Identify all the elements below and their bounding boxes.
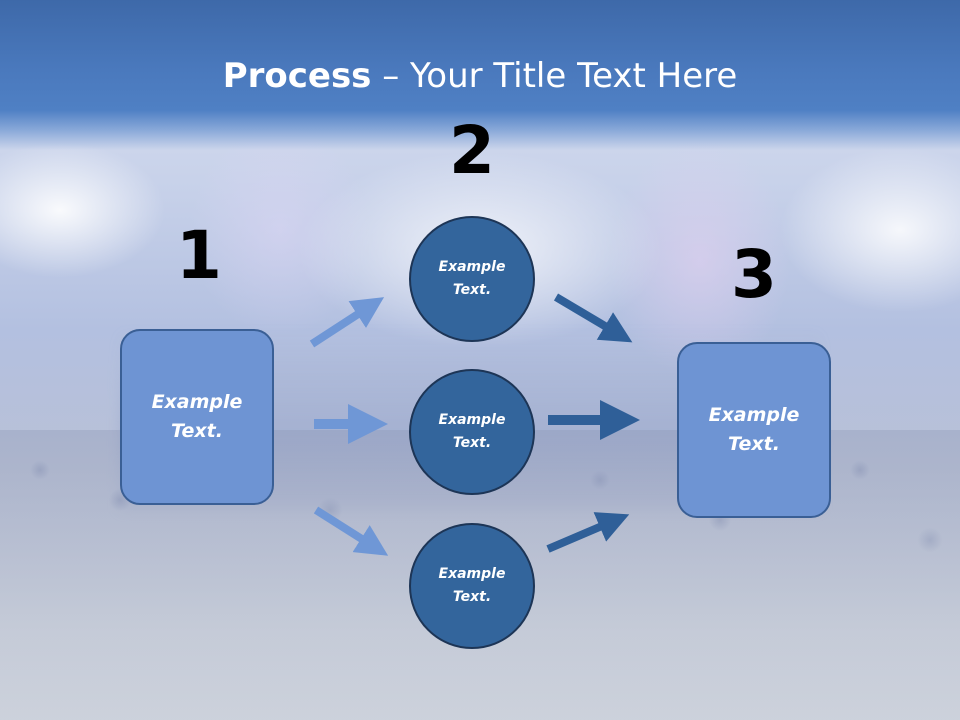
circle-middle[interactable]: Example Text.: [409, 369, 535, 495]
right-process-box[interactable]: Example Text.: [677, 342, 831, 518]
step-number-1: 1: [176, 217, 222, 294]
title-bold: Process: [222, 56, 372, 96]
left-process-box[interactable]: Example Text.: [120, 329, 274, 505]
step-number-3: 3: [731, 236, 777, 313]
circle-bottom-label: Example Text.: [438, 566, 506, 605]
circle-top[interactable]: Example Text.: [409, 216, 535, 342]
left-box-label: Example Text.: [151, 391, 243, 442]
circle-middle-label: Example Text.: [438, 412, 506, 451]
circle-bottom[interactable]: Example Text.: [409, 523, 535, 649]
title-band: [0, 0, 960, 150]
circle-top-label: Example Text.: [438, 259, 506, 298]
right-box-label: Example Text.: [708, 404, 800, 455]
slide-title[interactable]: Process – Your Title Text Here: [0, 54, 960, 98]
title-rest: – Your Title Text Here: [371, 56, 738, 96]
step-number-2: 2: [449, 112, 495, 189]
